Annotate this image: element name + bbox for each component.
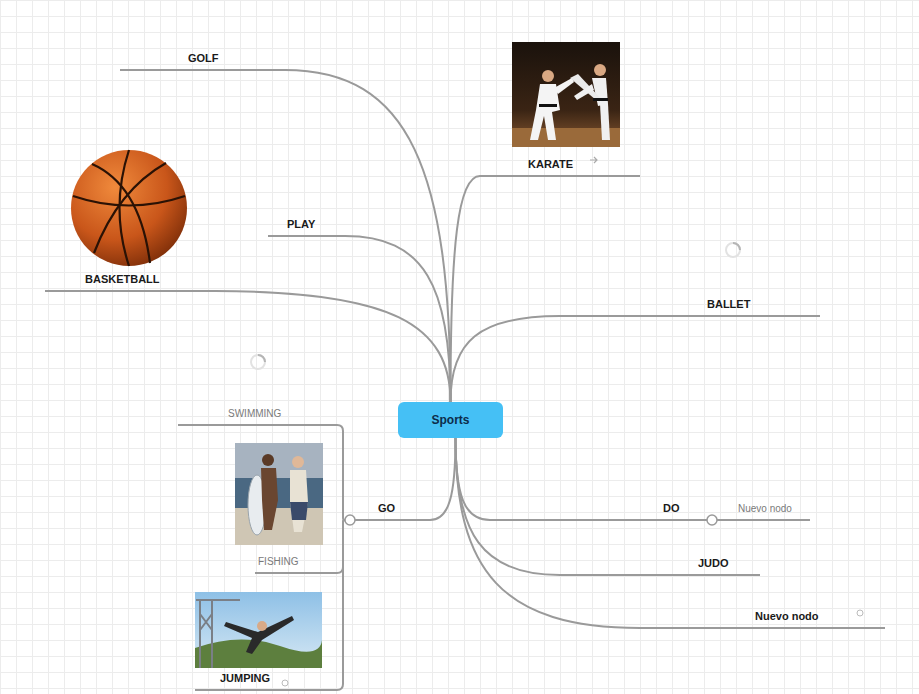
topic-node: Nuevo nodo — [640, 606, 885, 629]
collapse-toggle — [345, 515, 355, 525]
branch-line — [337, 425, 355, 520]
topic-node: KARATE — [480, 154, 640, 177]
topic-label: FISHING — [258, 556, 299, 567]
collapse-toggle — [707, 515, 717, 525]
spinner-icon — [726, 243, 740, 257]
topic-node: GOLF — [120, 48, 285, 71]
topic-label: Nuevo nodo — [738, 503, 792, 514]
topic-node: BALLET — [560, 294, 820, 317]
topic-label: BASKETBALL — [85, 273, 160, 285]
topic-label: JUDO — [698, 557, 729, 569]
topic-node: GO — [355, 498, 430, 521]
topic-label: SWIMMING — [228, 408, 281, 419]
topic-node: SWIMMING — [178, 403, 337, 426]
topic-node: DO — [490, 498, 707, 521]
branch-line — [456, 438, 641, 628]
topic-label: GOLF — [188, 52, 219, 64]
topic-node: FISHING — [255, 551, 337, 574]
jumping-picture — [195, 592, 322, 668]
link-icon — [590, 157, 597, 163]
topic-node: Nuevo nodo — [717, 498, 810, 521]
spinner-icon — [251, 355, 265, 369]
basketball-picture — [71, 150, 187, 266]
branch-line — [430, 438, 456, 520]
topic-label: JUMPING — [220, 672, 270, 684]
branch-line — [337, 520, 355, 690]
topic-label: KARATE — [528, 158, 573, 170]
branch-line — [337, 520, 355, 573]
topic-label: PLAY — [287, 218, 315, 230]
branch-line — [215, 291, 451, 402]
topic-node: JUDO — [560, 553, 760, 576]
karate-picture — [512, 42, 620, 147]
note-icon — [857, 610, 863, 616]
note-icon — [282, 680, 288, 686]
branch-line — [345, 236, 451, 402]
topic-label: BALLET — [707, 298, 750, 310]
topic-label: GO — [378, 502, 395, 514]
topic-node: BASKETBALL — [45, 269, 215, 292]
topic-label: Sports — [431, 413, 469, 427]
fishing-picture — [235, 443, 323, 545]
topic-label: DO — [663, 502, 680, 514]
branch-line — [451, 316, 561, 402]
topic-label: Nuevo nodo — [755, 610, 819, 622]
branch-line — [456, 438, 561, 575]
topic-node: JUMPING — [195, 668, 337, 691]
topic-node: PLAY — [268, 214, 345, 237]
central-topic: Sports — [398, 402, 503, 438]
